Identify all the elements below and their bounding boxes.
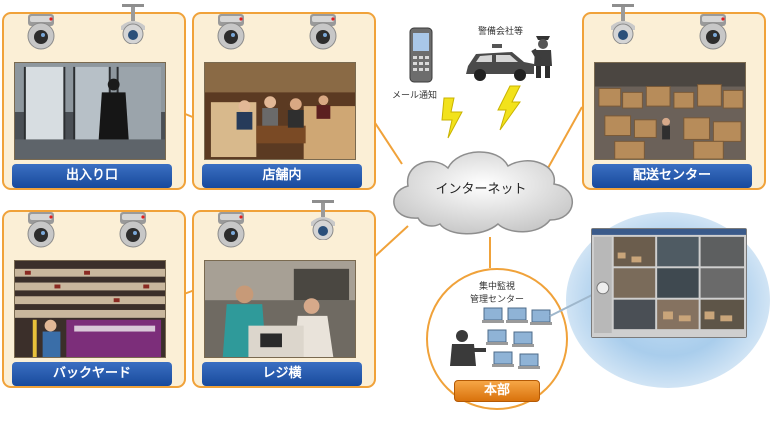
lightning-icon — [440, 96, 466, 140]
headquarters-circle: 集中監視 管理センター — [426, 268, 568, 410]
ceiling-camera-icon — [606, 4, 640, 44]
internet-cloud: インターネット — [378, 140, 584, 238]
dome-camera-icon — [696, 12, 730, 52]
hq-title-line1: 集中監視 — [478, 282, 515, 292]
ceiling-camera-icon — [116, 4, 150, 44]
hq-badge: 本部 — [454, 380, 540, 402]
dome-camera-icon — [24, 12, 58, 52]
monitoring-software-screen — [591, 228, 747, 338]
site-panel-backyard: バックヤード — [2, 210, 186, 388]
site-panel-entrance: 出入り口 — [2, 4, 186, 190]
entrance-photo — [14, 62, 166, 160]
security-label: 警備会社等 — [478, 27, 524, 37]
internet-label: インターネット — [435, 182, 527, 197]
dome-camera-icon — [214, 12, 248, 52]
dome-camera-icon — [306, 12, 340, 52]
site-label-store: 店舗内 — [202, 164, 362, 188]
site-label-delivery: 配送センター — [592, 164, 752, 188]
hq-title-line2: 管理センター — [469, 295, 524, 305]
monitor-link-line — [549, 293, 595, 317]
delivery-photo — [594, 62, 746, 160]
dome-camera-icon — [116, 210, 150, 250]
site-panel-delivery: 配送センター — [582, 4, 766, 190]
security-guard-icon — [530, 30, 556, 78]
site-label-backyard: バックヤード — [12, 362, 172, 386]
mobile-phone-icon — [404, 26, 438, 84]
hq-title: 集中監視 管理センター — [428, 281, 566, 307]
monitoring-operator-icon — [448, 306, 552, 374]
mobile-label: メール通知 — [392, 91, 438, 101]
store-photo — [204, 62, 356, 160]
dome-camera-icon — [214, 210, 248, 250]
site-label-entrance: 出入り口 — [12, 164, 172, 188]
backyard-photo — [14, 260, 166, 358]
site-label-register: レジ横 — [202, 362, 362, 386]
site-panel-store: 店舗内 — [192, 12, 376, 190]
ceiling-camera-icon — [306, 200, 340, 240]
lightning-icon — [494, 84, 522, 132]
site-panel-register: レジ横 — [192, 200, 376, 388]
register-photo — [204, 260, 356, 358]
patrol-car-icon — [462, 40, 538, 82]
dome-camera-icon — [24, 210, 58, 250]
